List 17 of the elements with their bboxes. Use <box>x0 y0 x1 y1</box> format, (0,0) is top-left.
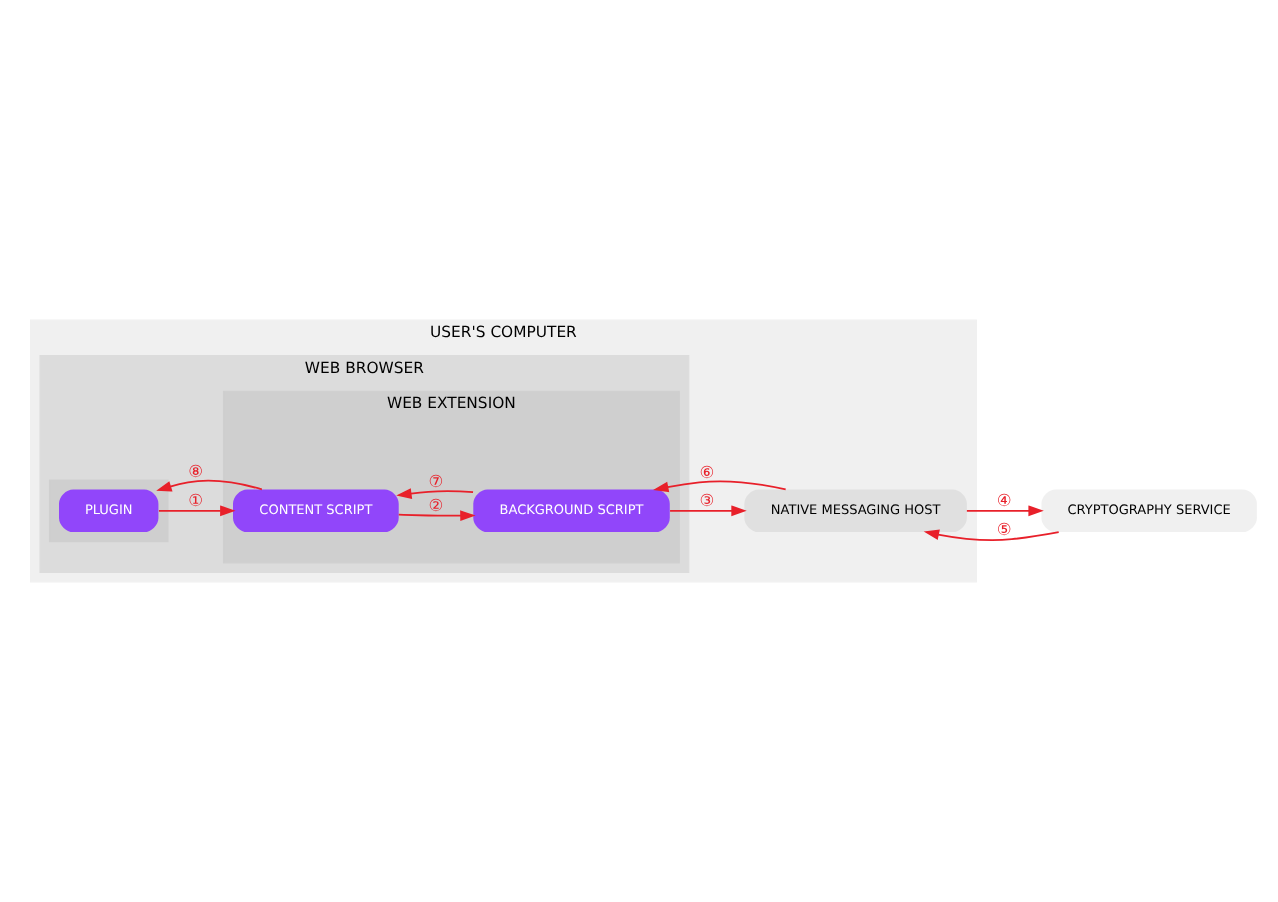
edge-label: ③ <box>699 490 715 511</box>
arrow <box>397 510 476 522</box>
arrow <box>966 505 1044 517</box>
edge-label: ⑥ <box>699 461 715 482</box>
arrow <box>669 505 747 517</box>
edge-label: ⑧ <box>188 460 204 481</box>
edge-label: ② <box>428 495 444 516</box>
edge-label: ① <box>188 490 204 511</box>
edge-label: ⑦ <box>428 471 444 492</box>
cluster <box>48 479 169 543</box>
edge-label: ⑤ <box>996 518 1012 539</box>
edge-label: ④ <box>996 490 1012 511</box>
arrow <box>653 480 787 493</box>
arrow <box>156 479 263 492</box>
arrow <box>396 488 474 499</box>
arrow <box>158 505 236 517</box>
arrow <box>923 529 1060 542</box>
